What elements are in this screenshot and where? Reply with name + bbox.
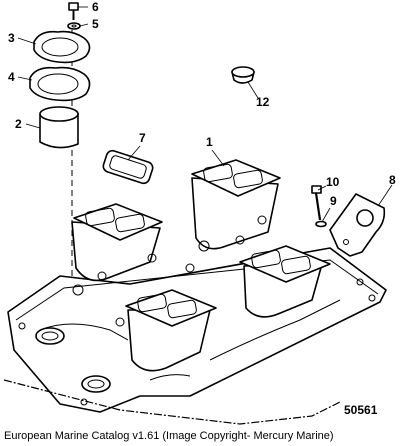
part-4-gasket [29, 66, 91, 102]
figure-number: 50561 [344, 403, 378, 417]
callout-8: 8 [389, 173, 396, 187]
callout-12: 12 [256, 95, 270, 109]
callout-6: 6 [92, 0, 99, 14]
intake-manifold [7, 159, 387, 413]
part-9-washer [315, 220, 327, 228]
leader-lines [17, 6, 393, 223]
part-3-cover-plate [33, 30, 91, 64]
part-5-washer [67, 22, 81, 30]
callout-5: 5 [92, 17, 99, 31]
part-11-base-gasket [3, 379, 341, 425]
callout-2: 2 [15, 117, 22, 131]
callout-9: 9 [330, 194, 337, 208]
part-6-screw [68, 2, 79, 20]
callout-3: 3 [8, 31, 15, 45]
part-8-bracket [329, 193, 386, 257]
part-12-cap [231, 66, 255, 84]
image-caption: European Marine Catalog v1.61 (Image Cop… [4, 430, 334, 442]
callout-7: 7 [139, 131, 146, 145]
part-10-bolt [311, 185, 322, 221]
callout-1: 1 [206, 135, 213, 149]
callout-10: 10 [326, 175, 340, 189]
callout-4: 4 [8, 70, 15, 84]
part-2-cylinder [39, 106, 79, 149]
part-7-gasket [102, 149, 154, 185]
